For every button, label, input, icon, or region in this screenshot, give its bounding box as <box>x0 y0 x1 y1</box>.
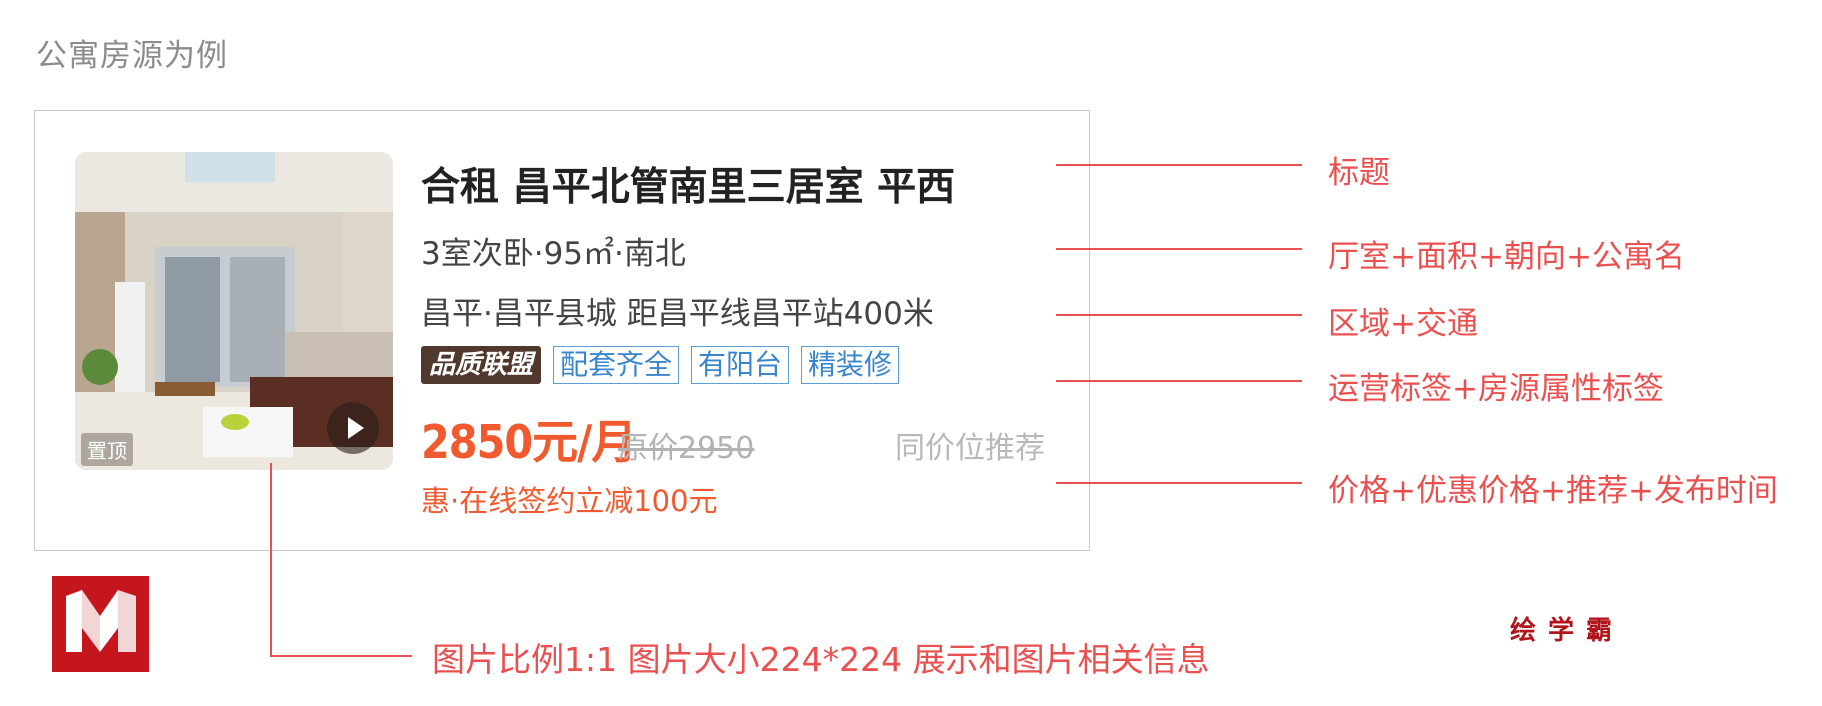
listing-photo[interactable]: 置顶 <box>75 152 393 470</box>
same-price-recommend-link[interactable]: 同价位推荐 <box>895 431 1045 466</box>
room-photo-illustration <box>75 152 393 470</box>
annotation-room-area: 厅室+面积+朝向+公寓名 <box>1328 239 1685 275</box>
location-info: 昌平·昌平县城 距昌平线昌平站400米 <box>421 296 934 332</box>
brand-name: 绘学霸 <box>1510 616 1625 646</box>
quality-tag: 品质联盟 <box>421 346 542 384</box>
annotation-tags: 运营标签+房源属性标签 <box>1328 371 1664 407</box>
listing-title[interactable]: 合租 昌平北管南里三居室 平西 <box>421 165 956 210</box>
brand-logo <box>52 576 149 672</box>
annotation-price: 价格+优惠价格+推荐+发布时间 <box>1328 473 1778 509</box>
promo-text: 惠·在线签约立减100元 <box>421 484 718 518</box>
play-icon <box>348 417 364 439</box>
original-price: 原价2950 <box>618 431 755 466</box>
image-spec-note: 图片比例1:1 图片大小224*224 展示和图片相关信息 <box>432 640 1210 679</box>
listing-card[interactable] <box>34 110 1090 551</box>
balcony-tag: 有阳台 <box>691 346 790 384</box>
price: 2850元/月 <box>421 415 637 469</box>
image-annotation-line <box>270 463 412 657</box>
amenity-tag: 配套齐全 <box>553 346 680 384</box>
annotation-title: 标题 <box>1328 155 1390 191</box>
pin-label: 置顶 <box>81 433 133 466</box>
room-info: 3室次卧·95㎡·南北 <box>421 236 686 272</box>
page-heading: 公寓房源为例 <box>36 38 228 74</box>
decoration-tag: 精装修 <box>801 346 900 384</box>
annotation-location: 区域+交通 <box>1328 306 1478 342</box>
play-button[interactable] <box>327 402 379 454</box>
tag-list: 品质联盟 配套齐全 有阳台 精装修 <box>421 346 900 384</box>
brand-logo-icon <box>66 590 136 652</box>
